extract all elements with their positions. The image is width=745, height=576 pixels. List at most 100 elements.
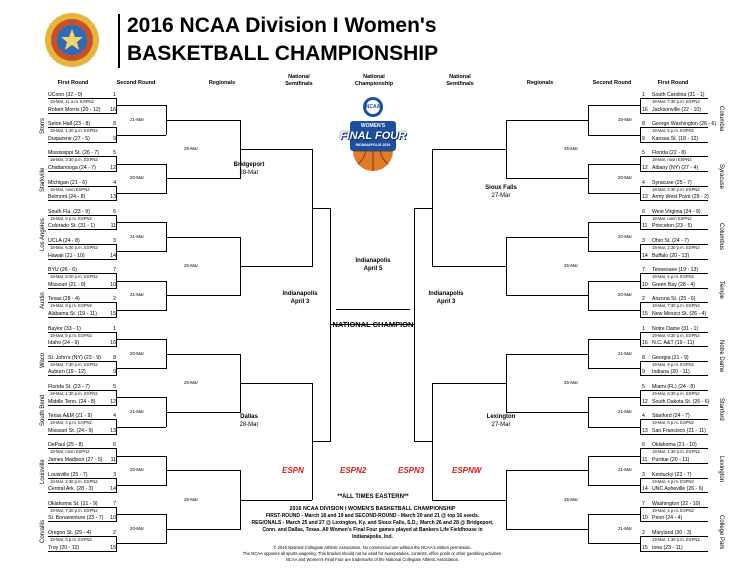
team-seed-right: 14 bbox=[642, 486, 648, 493]
team-name-left[interactable]: Robert Morris (20 - 12) bbox=[48, 106, 101, 113]
team-name-right[interactable]: Green Bay (28 - 4) bbox=[652, 281, 695, 288]
team-name-left[interactable]: Oklahoma St. (21 - 9) bbox=[48, 500, 98, 507]
team-seed-left: 7 bbox=[113, 500, 116, 507]
team-name-left[interactable]: Texas (28 - 4) bbox=[48, 296, 80, 303]
team-name-left[interactable]: Louisville (25 - 7) bbox=[48, 471, 88, 478]
bracket-line bbox=[640, 229, 708, 231]
team-name-left[interactable]: BYU (26 - 6) bbox=[48, 267, 77, 274]
game-time-right: 19-Mar, 6:30 p.m. ESPN2 bbox=[652, 391, 700, 396]
second-round-date-left: 20-Mar bbox=[130, 175, 144, 181]
bracket-line bbox=[640, 141, 708, 143]
team-seed-right: 15 bbox=[642, 311, 648, 317]
team-name-left[interactable]: Colorado St. (31 - 1) bbox=[48, 223, 95, 230]
bracket-line bbox=[640, 127, 641, 143]
team-name-left[interactable]: Baylor (33 - 1) bbox=[48, 325, 81, 332]
team-name-right[interactable]: Buffalo (20 - 13) bbox=[652, 252, 690, 259]
team-name-right[interactable]: N.C. A&T (19 - 11) bbox=[652, 340, 695, 347]
team-name-right[interactable]: Florida (22 - 8) bbox=[652, 150, 687, 157]
region-label-right: Lexington bbox=[718, 456, 724, 483]
game-time-right: 19-Mar, 4 p.m. ESPN2 bbox=[652, 507, 694, 513]
team-name-right[interactable]: Washington (22 - 10) bbox=[652, 500, 701, 507]
team-name-right[interactable]: Albany (NY) (27 - 4) bbox=[652, 165, 699, 171]
bracket-line bbox=[506, 178, 588, 180]
team-name-left[interactable]: Michigan (21 - 6) bbox=[48, 179, 87, 186]
team-name-right[interactable]: Notre Dame (31 - 1) bbox=[652, 325, 699, 332]
team-name-left[interactable]: Oregon St. (29 - 4) bbox=[48, 530, 92, 536]
team-name-right[interactable]: Ohio St. (24 - 7) bbox=[652, 238, 689, 244]
team-name-right[interactable]: Georgia (21 - 9) bbox=[652, 354, 689, 361]
team-name-left[interactable]: UConn (32 - 0) bbox=[48, 92, 83, 98]
footer-line-4: Conn. and Dallas, Texas. All Women's Fin… bbox=[262, 527, 483, 533]
team-name-left[interactable]: Troy (20 - 12) bbox=[48, 544, 80, 551]
team-seed-left: 6 bbox=[113, 208, 116, 215]
team-name-left[interactable]: Alabama St. (19 - 11) bbox=[48, 311, 97, 317]
team-name-left[interactable]: South Fla. (23 - 9) bbox=[48, 208, 90, 215]
team-name-left[interactable]: Missouri (21 - 9) bbox=[48, 281, 86, 288]
team-name-left[interactable]: Florida St. (23 - 7) bbox=[48, 384, 90, 390]
team-name-right[interactable]: Princeton (23 - 5) bbox=[652, 223, 693, 230]
team-name-left[interactable]: Missouri St. (24 - 9) bbox=[48, 427, 94, 434]
team-name-right[interactable]: Oklahoma (21 - 10) bbox=[652, 442, 697, 449]
bracket-line bbox=[240, 382, 312, 384]
bracket-line bbox=[48, 112, 116, 114]
team-name-right[interactable]: Army West Point (29 - 2) bbox=[652, 194, 709, 201]
team-name-left[interactable]: Belmont (24 - 8) bbox=[48, 194, 86, 201]
team-seed-right: 11 bbox=[642, 223, 648, 230]
team-name-right[interactable]: West Virginia (24 - 9) bbox=[652, 208, 701, 215]
team-name-right[interactable]: Miami (FL) (24 - 8) bbox=[652, 384, 695, 390]
team-name-left[interactable]: Duquesne (27 - 5) bbox=[48, 135, 90, 142]
team-name-left[interactable]: St. Bonaventure (23 - 7) bbox=[48, 515, 104, 522]
header-champ-2: Championship bbox=[354, 81, 394, 87]
team-name-left[interactable]: Middle Tenn. (24 - 8) bbox=[48, 398, 96, 405]
team-name-left[interactable]: Hawaii (21 - 10) bbox=[48, 252, 85, 259]
team-name-right[interactable]: Jacksonville (22 - 10) bbox=[652, 106, 702, 113]
bracket-line bbox=[588, 368, 640, 370]
bracket-line bbox=[48, 390, 116, 391]
team-name-left[interactable]: Auburn (19 - 12) bbox=[48, 369, 86, 376]
bracket-line bbox=[640, 419, 641, 435]
team-name-left[interactable]: Mississippi St. (26 - 7) bbox=[48, 150, 100, 157]
team-seed-right: 15 bbox=[642, 544, 648, 551]
team-seed-right: 13 bbox=[642, 194, 648, 201]
team-name-right[interactable]: UNC Asheville (26 - 6) bbox=[652, 486, 704, 493]
game-time-right: 18-Mar, noon ESPN2 bbox=[652, 215, 692, 221]
team-name-right[interactable]: George Washington (26 - 6) bbox=[652, 121, 717, 128]
team-name-left[interactable]: DePaul (25 - 8) bbox=[48, 442, 84, 449]
team-name-left[interactable]: St. John's (NY) (23 - 9) bbox=[48, 354, 101, 361]
team-name-right[interactable]: Syracuse (25 - 7) bbox=[652, 179, 692, 186]
team-name-right[interactable]: Tennessee (19 - 13) bbox=[652, 267, 699, 274]
team-name-left[interactable]: Idaho (24 - 9) bbox=[48, 340, 80, 347]
team-name-right[interactable]: South Carolina (31 - 1) bbox=[652, 92, 705, 98]
bracket-line bbox=[588, 163, 640, 165]
team-name-right[interactable]: Iona (23 - 11) bbox=[652, 544, 683, 551]
game-time-left: 18-Mar, 2:30 p.m. ESPN2 bbox=[50, 478, 98, 484]
team-name-left[interactable]: Seton Hall (23 - 8) bbox=[48, 121, 91, 128]
team-name-right[interactable]: Maryland (30 - 3) bbox=[652, 530, 692, 536]
team-seed-left: 3 bbox=[113, 238, 116, 244]
bracket-line bbox=[588, 484, 640, 486]
team-seed-right: 6 bbox=[642, 208, 645, 215]
game-time-right: 19-Mar, 9 p.m. ESPN2 bbox=[652, 420, 694, 426]
team-name-right[interactable]: South Dakota St. (26 - 6) bbox=[652, 398, 710, 405]
bracket-line bbox=[640, 185, 641, 202]
team-name-right[interactable]: Indiana (20 - 11) bbox=[652, 369, 690, 376]
team-name-left[interactable]: Texas A&M (21 - 9) bbox=[48, 413, 93, 420]
team-name-right[interactable]: Arizona St. (25 - 6) bbox=[652, 296, 696, 303]
team-name-right[interactable]: New Mexico St. (26 - 4) bbox=[652, 311, 707, 317]
game-time-right: 19-Mar, 4 p.m. ESPN2 bbox=[652, 478, 694, 484]
team-name-left[interactable]: Chattanooga (24 - 7) bbox=[48, 165, 96, 171]
team-name-left[interactable]: Central Ark. (28 - 3) bbox=[48, 486, 94, 493]
team-name-right[interactable]: Penn (24 - 4) bbox=[652, 515, 683, 522]
team-name-right[interactable]: Kansas St. (18 - 12) bbox=[652, 135, 699, 142]
bracket-line bbox=[48, 127, 116, 129]
team-name-right[interactable]: Stanford (24 - 7) bbox=[652, 413, 690, 420]
team-name-right[interactable]: Kentucky (23 - 7) bbox=[652, 471, 692, 478]
bracket-line bbox=[506, 295, 588, 297]
team-name-right[interactable]: San Francisco (21 - 11) bbox=[652, 427, 706, 434]
team-name-left[interactable]: UCLA (24 - 8) bbox=[48, 238, 80, 244]
team-name-right[interactable]: Purdue (20 - 11) bbox=[652, 457, 690, 463]
espn-logo: ESPN bbox=[282, 466, 304, 475]
team-seed-left: 9 bbox=[113, 369, 116, 376]
team-name-left[interactable]: James Madison (27 - 5) bbox=[48, 457, 103, 463]
bracket-line bbox=[506, 236, 507, 297]
